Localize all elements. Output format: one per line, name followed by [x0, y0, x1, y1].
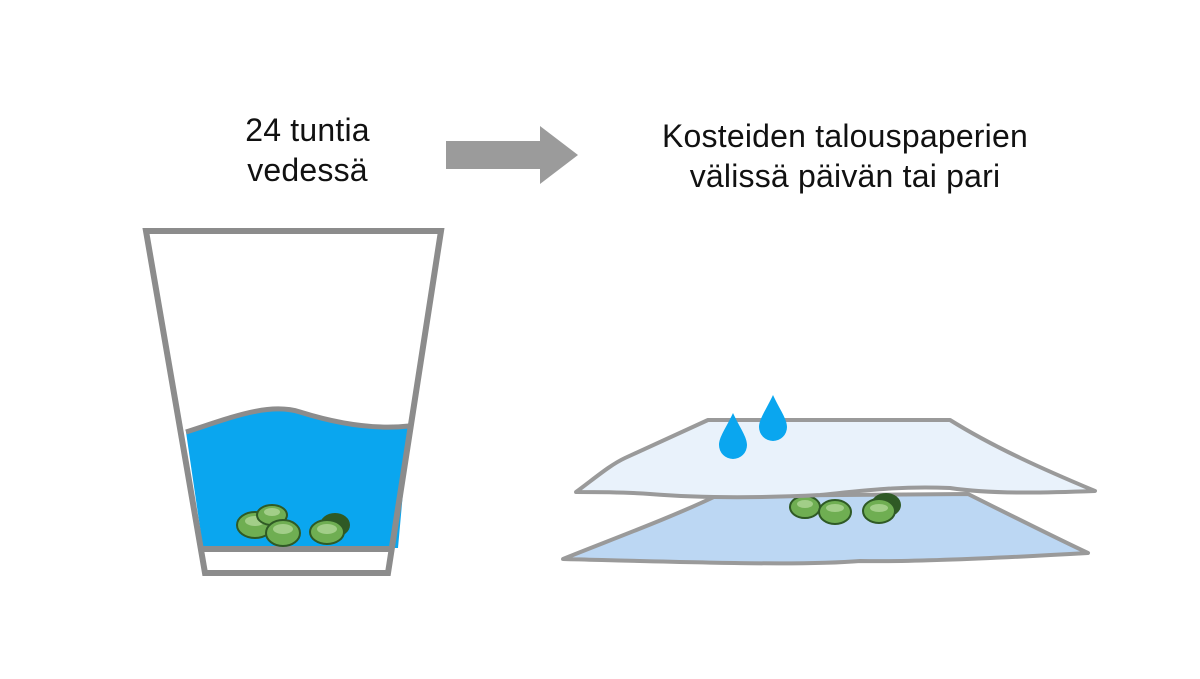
- water: [186, 408, 409, 548]
- water-drop-icon: [719, 413, 747, 459]
- step-soak-label-line2: vedessä: [247, 152, 368, 188]
- step-paper-label-line1: Kosteiden talouspaperien: [662, 118, 1028, 154]
- pea-seed-icon: [309, 513, 350, 545]
- bottom-paper-towel: [561, 492, 1090, 566]
- step-soak-label: 24 tuntia vedessä: [170, 110, 445, 190]
- pea-seed-icon: [818, 499, 852, 525]
- paper-seeds: [789, 493, 901, 525]
- top-paper-towel: [574, 418, 1097, 500]
- step-soak-label-line1: 24 tuntia: [245, 112, 370, 148]
- step-paper-label: Kosteiden talouspaperien välissä päivän …: [595, 116, 1095, 196]
- pea-seed-icon: [789, 495, 821, 519]
- step-paper-label-line2: välissä päivän tai pari: [689, 158, 1001, 194]
- pea-seed-icon: [265, 519, 301, 547]
- water-drop-icon: [759, 395, 787, 441]
- glass-seeds: [236, 504, 350, 547]
- arrow-right-icon: [446, 126, 578, 184]
- pea-seed-icon: [862, 493, 901, 524]
- water-glass-icon: [142, 228, 445, 576]
- paper-towel-icon: [561, 395, 1097, 566]
